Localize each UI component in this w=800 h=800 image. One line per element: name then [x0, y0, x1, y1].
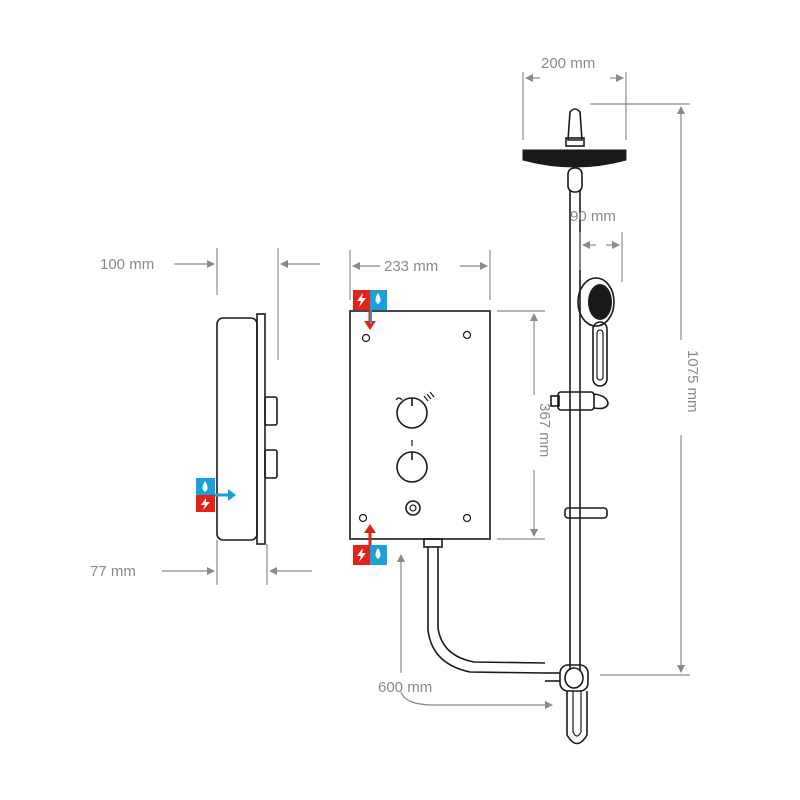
power-dial [396, 440, 428, 483]
side-view [216, 313, 278, 545]
front-unit-body [349, 310, 491, 540]
diverter-valve [545, 664, 589, 692]
unit-width-dimension: 233 mm [349, 250, 491, 300]
lightning-bolt-and-water-drop-icon [353, 524, 387, 565]
head-width-label: 200 mm [541, 55, 595, 72]
indicator-light [405, 500, 421, 516]
slider-bracket [550, 391, 609, 411]
rail-clip [564, 507, 608, 519]
lightning-bolt-and-water-drop-icon [353, 290, 387, 330]
side-front-plate [256, 313, 266, 545]
hose-length-dimension: 600 mm [378, 554, 553, 709]
riser-rail-assembly [427, 108, 627, 745]
riser-height-label: 1075 mm [684, 350, 701, 413]
cold-mark-icon [395, 397, 403, 401]
side-knob-top [264, 396, 278, 426]
head-width-dimension: 200 mm [522, 55, 627, 140]
riser-height-dimension: 1075 mm [590, 103, 701, 676]
side-knob-bottom [264, 449, 278, 479]
shower-hose [427, 547, 588, 745]
screw-bottom-right [462, 513, 472, 523]
handset-shower [577, 277, 615, 387]
temperature-dial [395, 391, 435, 429]
unit-height-label: 367 mm [536, 403, 553, 457]
depth-bottom-label: 77 mm [90, 563, 136, 580]
unit-height-dimension: 367 mm [497, 310, 553, 540]
handset-offset-dimension: 90 mm [570, 208, 623, 282]
lightning-bolt-and-water-drop-icon [196, 478, 236, 512]
handset-offset-label: 90 mm [570, 208, 616, 225]
overhead-shower-head [522, 108, 627, 193]
side-unit-body [216, 317, 258, 541]
front-outlet [423, 538, 443, 548]
unit-width-label: 233 mm [384, 258, 438, 275]
screw-bottom-left [358, 513, 368, 523]
screw-top-left [361, 333, 371, 343]
depth-top-dimension: 100 mm [100, 248, 320, 360]
screw-top-right [462, 330, 472, 340]
hose-length-label: 600 mm [378, 679, 432, 696]
depth-top-label: 100 mm [100, 256, 154, 273]
front-view [349, 310, 491, 548]
depth-bottom-dimension: 77 mm [90, 540, 312, 585]
